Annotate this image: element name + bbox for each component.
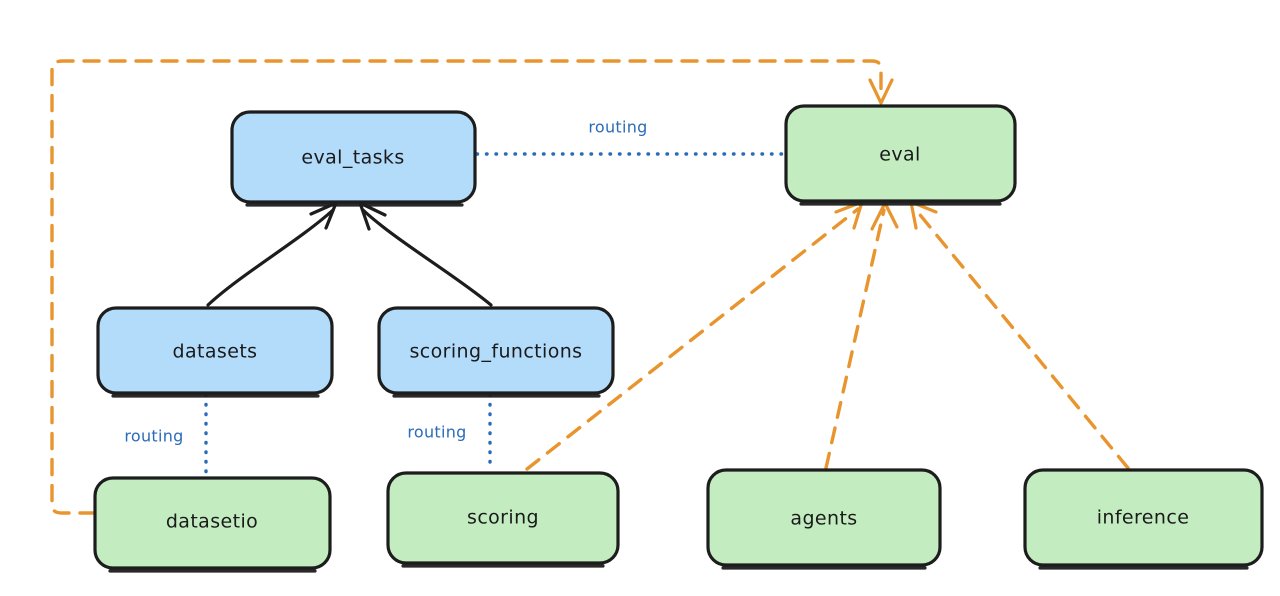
edge-scoring-functions-eval-tasks-path (361, 208, 493, 307)
node-eval-tasks-box[interactable] (230, 110, 477, 204)
node-layer: eval_tasks eval datasets scoring_functio… (93, 104, 1264, 573)
node-scoring-functions-box[interactable] (377, 306, 615, 395)
node-datasets-box[interactable] (96, 306, 334, 395)
node-datasets[interactable]: datasets (96, 306, 334, 398)
edge-label-layer: routing routing routing (124, 118, 647, 446)
edge-agents-eval-path (824, 208, 886, 470)
edge-datasetio-eval-path (50, 59, 883, 515)
node-scoring[interactable]: scoring (386, 471, 620, 568)
node-datasets-label: datasets (173, 341, 258, 363)
edge-label-routing-datasets: routing (124, 427, 183, 446)
node-scoring-functions[interactable]: scoring_functions (377, 306, 615, 398)
edge-scoring-functions-eval-tasks (358, 201, 493, 307)
edge-label-routing-top: routing (588, 118, 647, 137)
node-scoring-functions-label: scoring_functions (410, 341, 583, 363)
node-eval[interactable]: eval (784, 104, 1017, 206)
node-datasetio[interactable]: datasetio (93, 476, 332, 573)
edge-inference-eval-arrowhead (909, 200, 938, 230)
edge-datasetio-eval (50, 59, 894, 515)
edge-datasets-eval-tasks (206, 201, 338, 307)
edge-inference-eval (909, 200, 1130, 470)
edge-layer (50, 59, 1130, 515)
node-agents-box[interactable] (706, 468, 942, 567)
edge-label-routing-scoring-functions: routing (407, 423, 466, 442)
node-datasetio-box[interactable] (93, 476, 332, 570)
edge-datasets-eval-tasks-path (206, 208, 335, 307)
node-agents[interactable]: agents (706, 468, 942, 570)
edge-datasetio-eval-arrowhead (868, 78, 894, 105)
edge-inference-eval-path (914, 208, 1130, 470)
node-eval-box[interactable] (784, 104, 1017, 203)
node-datasetio-label: datasetio (166, 511, 258, 533)
node-agents-label: agents (790, 508, 857, 530)
edge-agents-eval (824, 201, 899, 470)
edge-scoring-eval-path (525, 207, 860, 471)
node-inference-label: inference (1097, 507, 1190, 529)
node-eval-label: eval (879, 144, 920, 166)
node-eval-tasks[interactable]: eval_tasks (230, 110, 477, 207)
node-scoring-label: scoring (467, 507, 539, 529)
node-inference-box[interactable] (1023, 468, 1264, 567)
node-scoring-box[interactable] (386, 471, 620, 565)
edge-agents-eval-arrowhead (870, 201, 899, 231)
node-eval-tasks-label: eval_tasks (301, 147, 404, 169)
node-inference[interactable]: inference (1023, 468, 1264, 570)
